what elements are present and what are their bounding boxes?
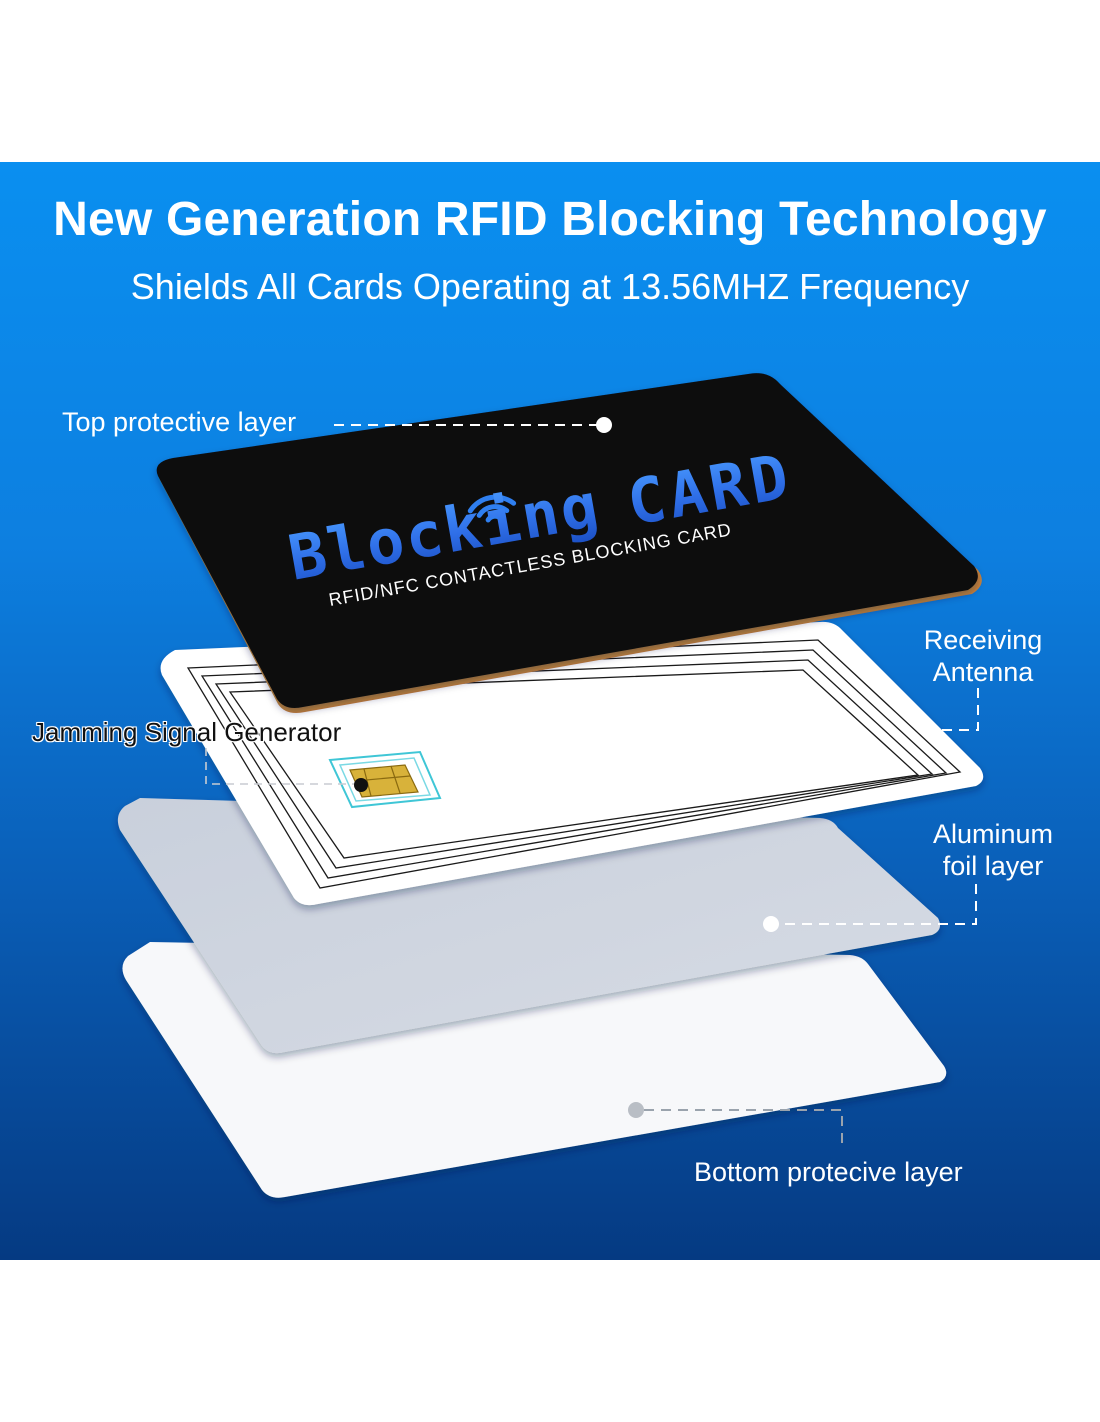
headline: New Generation RFID Blocking Technology xyxy=(53,193,1047,246)
label-foil-line1: Aluminum xyxy=(932,819,1054,849)
leader-jamming xyxy=(205,748,358,785)
marker-dot-top xyxy=(596,417,612,433)
label-jamming-signal-generator: Jamming Signal Generator xyxy=(32,717,342,747)
label-top-protective-layer: Top protective layer xyxy=(62,407,297,437)
label-aluminum-foil-layer: Aluminum foil layer xyxy=(918,818,1068,882)
leader-antenna xyxy=(940,688,979,731)
label-bottom-protective-layer: Bottom protecive layer xyxy=(694,1157,963,1187)
leader-lines xyxy=(334,424,979,1150)
wifi-signal-icon xyxy=(467,494,517,523)
leader-foil xyxy=(778,884,977,925)
marker-dot-jamming xyxy=(354,778,368,792)
marker-dot-bottom xyxy=(628,1102,644,1118)
marker-dot-foil xyxy=(763,916,779,932)
subheadline: Shields All Cards Operating at 13.56MHZ … xyxy=(130,266,970,307)
label-antenna-line2: Antenna xyxy=(932,657,1034,687)
label-antenna-line1: Receiving xyxy=(923,625,1043,655)
leader-bottom xyxy=(644,1109,843,1150)
label-receiving-antenna: Receiving Antenna xyxy=(908,624,1058,688)
label-foil-line2: foil layer xyxy=(942,851,1044,881)
top-protective-card: Blocking CARD RFID/NFC CONTACTLESS BLOCK… xyxy=(156,373,982,713)
